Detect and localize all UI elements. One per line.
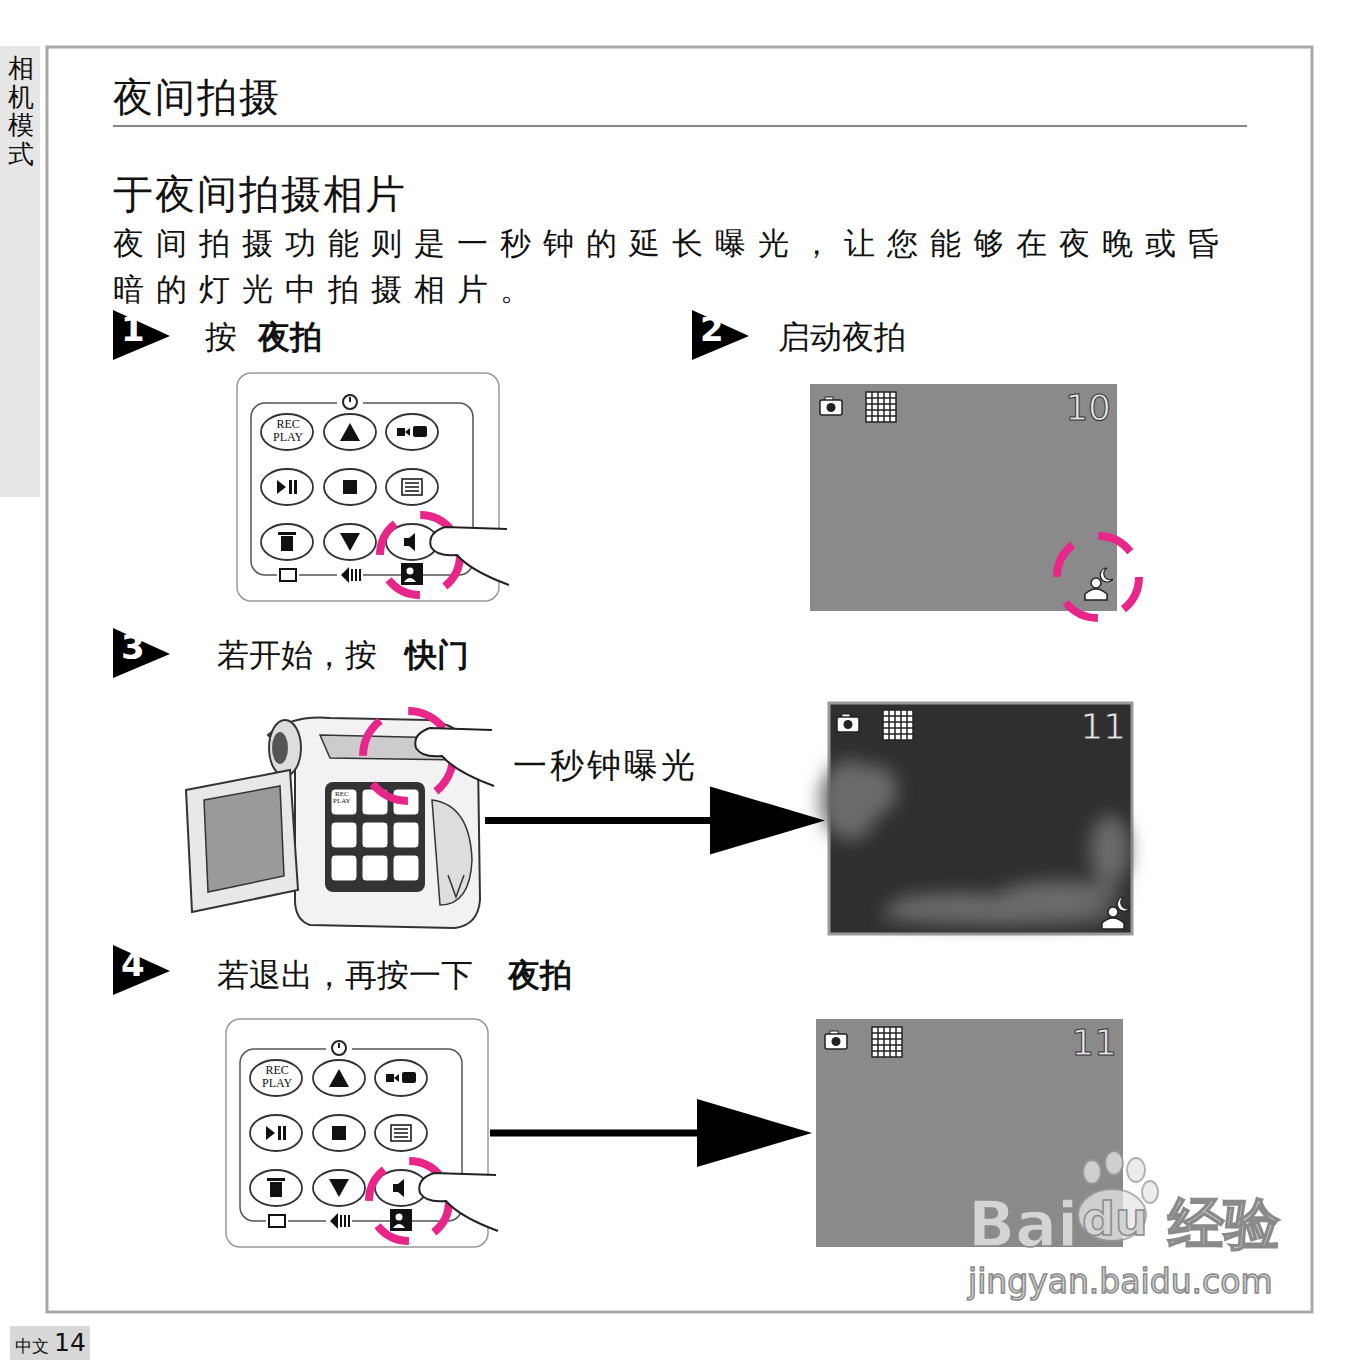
night-clouds [820,760,1130,925]
button-panel-box: REC PLAY [237,373,499,601]
finger [430,527,509,585]
flow-arrow [485,787,825,855]
step-text: 按 [205,318,237,356]
arrow-shaft [485,817,712,824]
page-number: 14 [54,1328,86,1358]
step-marker [113,945,170,995]
button-name: 夜拍 [258,318,322,356]
frame-counter: 11 [1071,1023,1117,1063]
button-name: 夜拍 [508,956,572,994]
camera-icon [820,397,842,415]
resolution-grid-icon [866,392,896,422]
resolution-grid-icon [883,710,913,740]
finger [419,1173,498,1231]
resolution-grid-icon [872,1027,902,1057]
lcd-screen [810,384,1117,611]
button-label: REC PLAY [273,418,303,443]
step-number: 4 [121,944,145,985]
lcd-screen-box: 10 [810,384,1117,611]
step-number: 3 [121,627,145,668]
button-panel-box: REC PLAY [183,715,483,930]
side-tab [0,46,40,497]
frame-counter: 10 [1065,388,1111,428]
camera-icon [837,714,859,732]
arrow-label: 一秒钟曝光 [513,743,698,789]
watermark: du [1082,1192,1148,1247]
section-tab: 相机模式 [8,54,34,168]
night-mode-icon [1085,568,1113,600]
watermark-url: jingyan.baidu.com [968,1262,1273,1302]
highlight-ring [1057,536,1139,618]
footer-tab [10,1326,90,1360]
page-title: 夜间拍摄 [113,70,281,125]
button-name: 快门 [405,636,469,674]
night-mode-icon [1102,897,1130,929]
step-text: 若开始，按 [217,636,377,674]
button-panel [237,373,499,601]
step-text: 若退出，再按一下 [217,956,473,994]
arrow-head [697,1099,812,1167]
step-marker [113,628,170,678]
frame-counter: 11 [1080,707,1126,747]
button-label: REC PLAY [333,791,351,806]
flow-arrow [490,1099,812,1167]
arrow-head [710,787,825,855]
step-marker [692,310,749,360]
lcd-screen-box: 11 [816,1019,1123,1247]
page-language: 中文 [15,1336,49,1356]
step-marker [113,310,170,360]
step-text: 启动夜拍 [778,318,906,356]
subheading: 于夜间拍摄相片 [113,170,407,218]
lcd-screen-box: 11 [829,703,1132,934]
arrow-shaft [490,1130,699,1137]
button-label: REC PLAY [262,1064,292,1089]
watermark: 经验 [1168,1190,1280,1257]
button-panel-box: REC PLAY [226,1019,488,1247]
camera-icon [825,1031,847,1049]
step-number: 2 [700,309,724,350]
title-rule [113,125,1247,126]
step-number: 1 [121,309,145,350]
body-text: 夜间拍摄功能则是一秒钟的延长曝光，让您能够在夜晚或昏暗的灯光中拍摄相片。 [113,220,1253,312]
watermark: Bai [968,1188,1078,1262]
page-frame [47,47,1312,1312]
finger [415,728,494,786]
button-panel [226,1019,488,1247]
